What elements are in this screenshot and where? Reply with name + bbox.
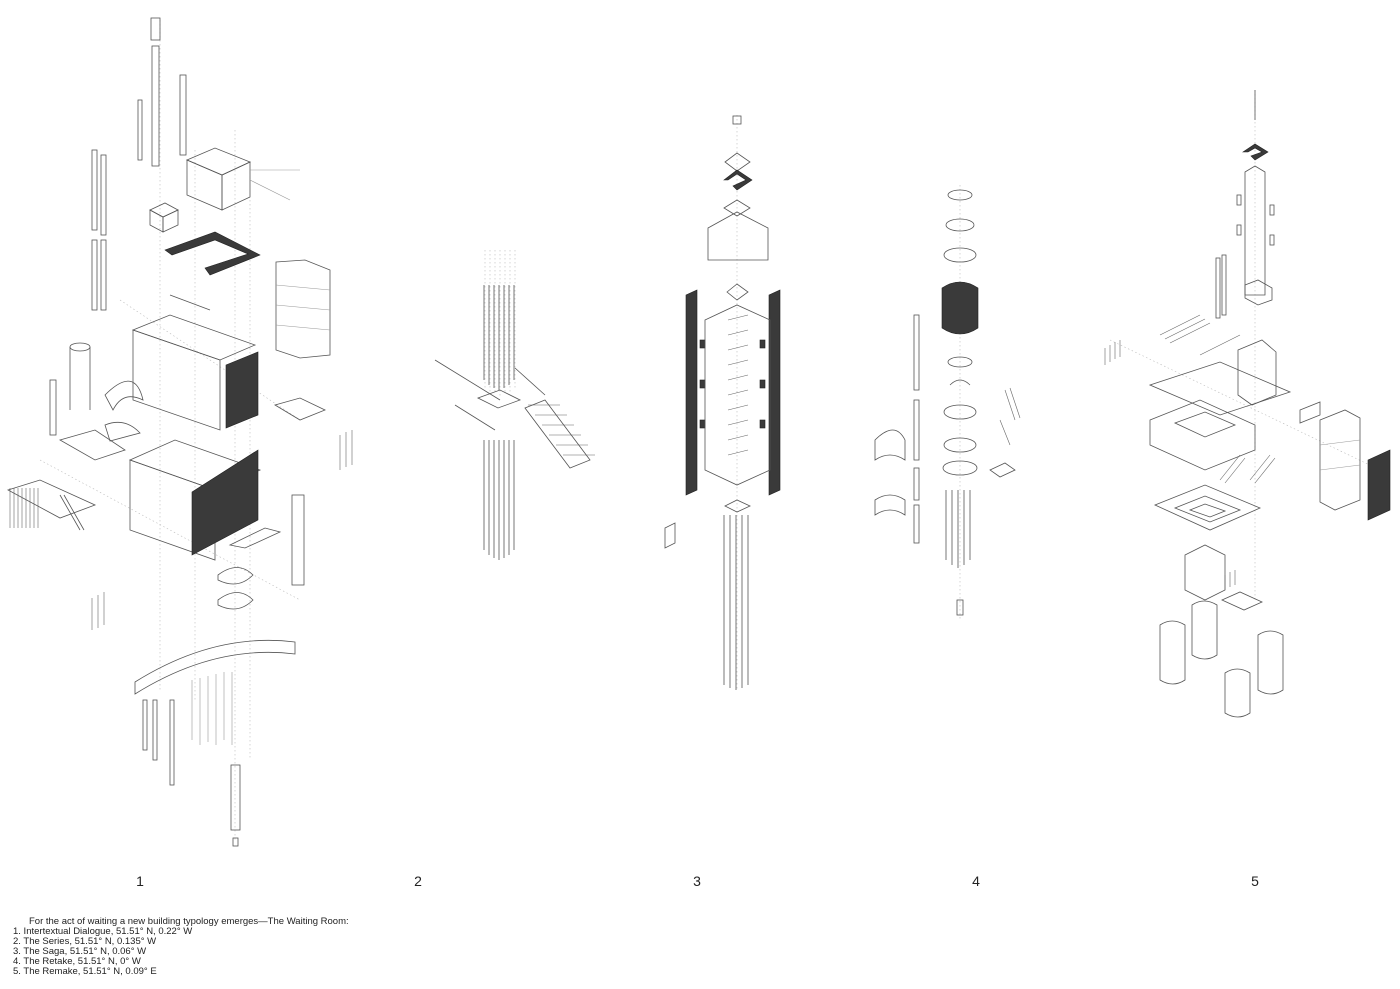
drawing-1 [6,17,353,847]
drawing-label-5: 5 [1251,873,1259,889]
caption-line-2: 2. The Series, 51.51° N, 0.135° W [13,936,157,947]
caption: For the act of waiting a new building ty… [13,917,349,977]
drawing-5 [1104,90,1391,718]
drawing-4 [874,185,1021,620]
drawing-2 [434,250,595,560]
caption-line-1: 1. Intertextual Dialogue, 51.51° N, 0.22… [13,926,193,937]
caption-line-5: 5. The Remake, 51.51° N, 0.09° E [13,966,157,977]
drawing-label-4: 4 [972,873,980,889]
caption-line-4: 4. The Retake, 51.51° N, 0° W [13,956,141,967]
caption-intro: For the act of waiting a new building ty… [29,916,349,927]
drawing-label-3: 3 [693,873,701,889]
drawing-label-2: 2 [414,873,422,889]
exploded-axonometric-drawings [6,17,1391,847]
drawing-label-1: 1 [136,873,144,889]
drawing-3 [664,115,781,690]
caption-line-3: 3. The Saga, 51.51° N, 0.06° W [13,946,147,957]
